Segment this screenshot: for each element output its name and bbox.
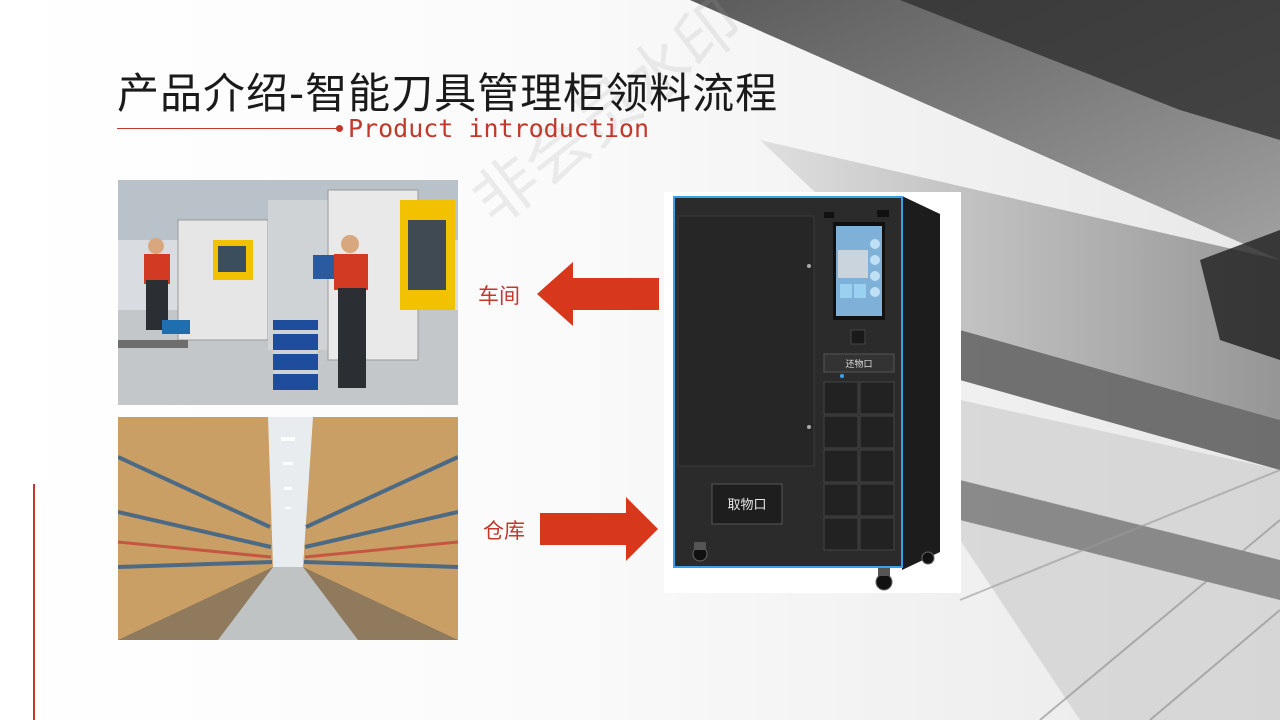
warehouse-label: 仓库 (483, 519, 525, 543)
page-subtitle: Product introduction (348, 114, 650, 143)
tool-cabinet-image: 还物口 取物口 (664, 192, 961, 593)
pickup-slot-label: 取物口 (727, 498, 766, 513)
left-accent-bar (33, 484, 35, 720)
page-title: 产品介绍-智能刀具管理柜领料流程 (117, 69, 779, 118)
workshop-label: 车间 (478, 284, 520, 308)
subtitle-bullet (336, 125, 343, 132)
return-slot-label: 还物口 (845, 358, 872, 370)
subtitle-divider (117, 128, 339, 129)
arrow-left-icon (537, 262, 659, 326)
warehouse-photo (118, 417, 458, 640)
workshop-photo (118, 180, 458, 405)
arrow-right-icon (540, 497, 658, 561)
